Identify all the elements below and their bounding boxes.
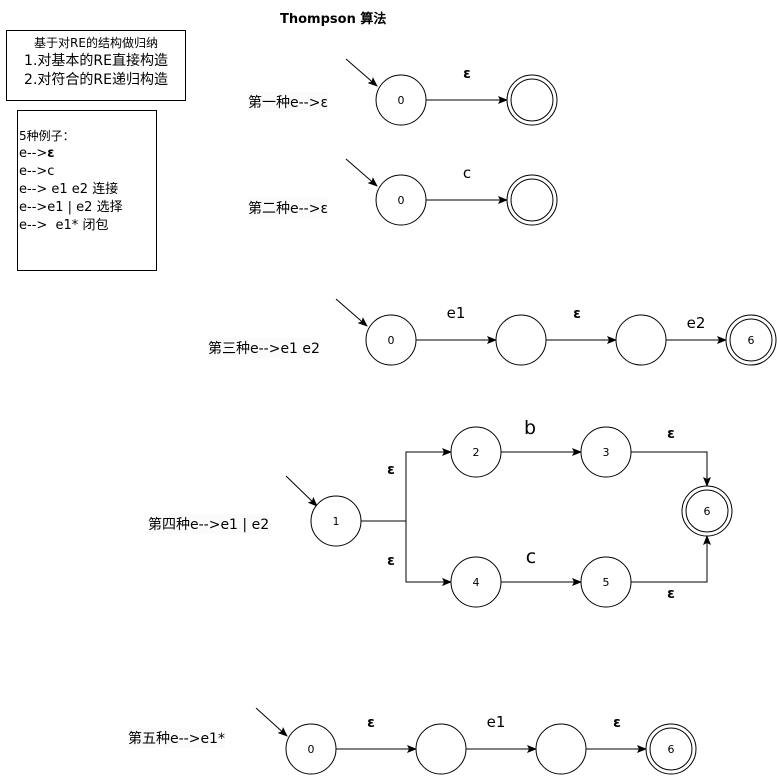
accept-inner-circle <box>685 489 729 533</box>
row-label-5: 第五种e-->e1* <box>128 728 225 748</box>
state-label: 1 <box>333 515 340 528</box>
state-circle <box>615 314 667 366</box>
state-circle <box>310 495 362 547</box>
state-circle <box>365 314 417 366</box>
accept-inner-circle <box>649 727 693 771</box>
example-item: e-->c <box>19 164 55 179</box>
state-circle <box>285 723 337 775</box>
transition-label: ε <box>387 553 395 569</box>
row-label-2: 第二种e-->ε <box>248 198 329 218</box>
epsilon-symbol: ε <box>47 146 55 161</box>
row-label-3: 第三种e-->e1 e2 <box>208 338 320 358</box>
start-arrow <box>255 707 288 737</box>
state-circle <box>506 174 558 226</box>
state-circle <box>375 174 427 226</box>
state-label: 4 <box>473 576 480 589</box>
state-label: 3 <box>603 446 610 459</box>
start-arrow <box>345 158 378 187</box>
transition-label: e2 <box>687 314 706 332</box>
state-label: 6 <box>668 743 675 756</box>
examples-heading: 5种例子： <box>19 129 75 143</box>
transition-label: ε <box>463 66 471 82</box>
accept-inner-circle <box>510 178 554 222</box>
transition-label: c <box>463 164 471 182</box>
state-circle <box>450 426 502 478</box>
start-arrow <box>285 475 318 507</box>
transition-arrow <box>361 520 452 586</box>
state-label: 0 <box>308 743 315 756</box>
state-label: 6 <box>748 334 755 347</box>
example-item: e--> e1* 闭包 <box>19 218 109 233</box>
example-item: e-->e1 | e2 选择 <box>19 200 123 215</box>
state-circle <box>375 74 427 126</box>
transition-label: e1 <box>447 304 466 322</box>
transition-label: b <box>524 417 536 439</box>
transition-label: ε <box>573 306 581 322</box>
state-label: 5 <box>603 576 610 589</box>
state-circle <box>450 556 502 608</box>
accept-inner-circle <box>729 318 773 362</box>
start-arrow <box>335 298 368 327</box>
intro-line: 2.对符合的RE递归构造 <box>24 72 168 88</box>
transition-label: ε <box>667 586 675 602</box>
transition-arrow <box>631 535 711 583</box>
state-circle <box>645 723 697 775</box>
state-circle <box>725 314 777 366</box>
start-arrow <box>345 58 378 87</box>
transition-label: ε <box>367 715 375 731</box>
transition-label: ε <box>613 715 621 731</box>
state-circle <box>535 723 587 775</box>
state-circle <box>580 556 632 608</box>
diagram-title: Thompson 算法 <box>280 12 387 27</box>
state-label: 0 <box>388 334 395 347</box>
example-item: e-->ε <box>19 145 156 163</box>
row-label-4: 第四种e-->e1 | e2 <box>148 514 270 534</box>
state-circle <box>681 485 733 537</box>
transition-label: c <box>526 546 536 568</box>
example-text: e-->ε <box>19 146 55 161</box>
state-label: 2 <box>473 446 480 459</box>
state-label: 0 <box>398 94 405 107</box>
example-item: e--> e1 e2 连接 <box>19 182 119 197</box>
state-circle <box>495 314 547 366</box>
transition-label: ε <box>387 462 395 478</box>
state-circle <box>506 74 558 126</box>
state-label: 6 <box>704 505 711 518</box>
intro-line: 1.对基本的RE直接构造 <box>24 53 168 69</box>
examples-note-box: 5种例子： e-->ε e-->c e--> e1 e2 连接 e-->e1 |… <box>17 110 157 271</box>
state-circle <box>580 426 632 478</box>
transition-arrow <box>361 448 452 522</box>
row-label-1: 第一种e-->ε <box>248 92 329 112</box>
transition-label: ε <box>667 426 675 442</box>
intro-line: 基于对RE的结构做归纳 <box>34 36 158 50</box>
transition-arrow <box>631 451 711 487</box>
state-label: 0 <box>398 194 405 207</box>
transition-label: e1 <box>487 713 506 731</box>
intro-note-box: 基于对RE的结构做归纳 1.对基本的RE直接构造 2.对符合的RE递归构造 <box>6 30 186 101</box>
accept-inner-circle <box>510 78 554 122</box>
state-circle <box>415 723 467 775</box>
